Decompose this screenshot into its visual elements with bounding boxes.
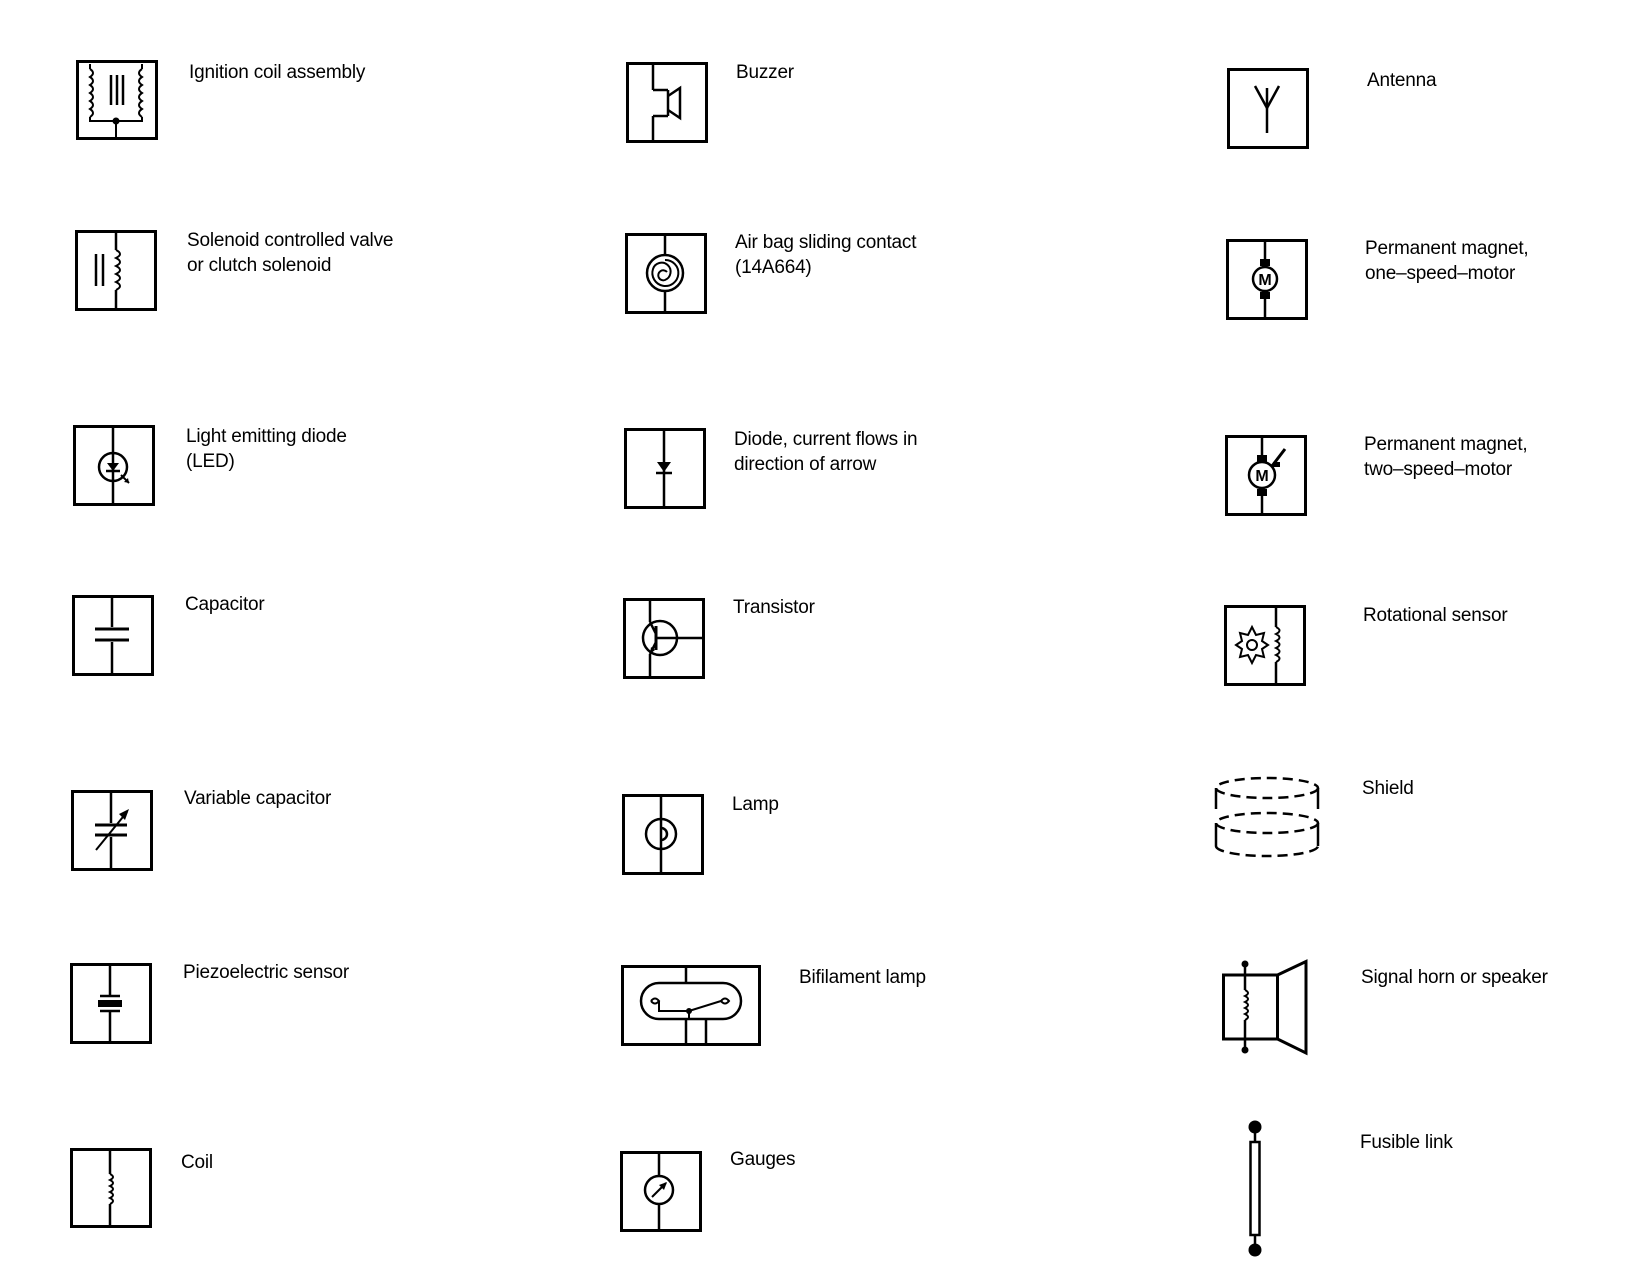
buzzer-symbol <box>626 62 708 143</box>
air-bag-sliding-contact-symbol <box>625 233 707 314</box>
pm-two-speed-motor-label-line2: two–speed–motor <box>1364 459 1513 480</box>
transistor-symbol <box>623 598 705 679</box>
ignition-coil-assembly-label: Ignition coil assembly <box>189 60 365 85</box>
solenoid-valve-label: Solenoid controlled valve or clutch sole… <box>187 228 393 278</box>
diode-label-line1: Diode, current flows in <box>734 429 918 450</box>
coil-label: Coil <box>181 1150 213 1175</box>
pm-one-speed-motor-letter: M <box>1258 272 1271 289</box>
diode-label-line2: direction of arrow <box>734 454 877 475</box>
capacitor-label: Capacitor <box>185 592 265 617</box>
transistor-label: Transistor <box>733 595 815 620</box>
fusible-link-label: Fusible link <box>1360 1130 1453 1155</box>
shield-symbol <box>1212 775 1322 859</box>
led-label: Light emitting diode (LED) <box>186 424 347 474</box>
led-label-line1: Light emitting diode <box>186 426 347 447</box>
gauges-symbol <box>620 1151 702 1232</box>
gauges-label-line1: Gauges <box>730 1149 796 1170</box>
signal-horn-symbol <box>1222 960 1308 1055</box>
solenoid-valve-label-line1: Solenoid controlled valve <box>187 230 394 251</box>
pm-two-speed-motor-label-line1: Permanent magnet, <box>1364 434 1528 455</box>
diode-symbol <box>624 428 706 509</box>
rotational-sensor-label: Rotational sensor <box>1363 603 1508 628</box>
fusible-link-symbol <box>1248 1120 1262 1257</box>
capacitor-label-line1: Capacitor <box>185 594 265 615</box>
pm-two-speed-motor-letter: M <box>1255 468 1268 485</box>
piezoelectric-sensor-label-line1: Piezoelectric sensor <box>183 962 350 983</box>
solenoid-valve-symbol <box>75 230 157 311</box>
piezoelectric-sensor-symbol <box>70 963 152 1044</box>
air-bag-sliding-contact-label-line1: Air bag sliding contact <box>735 232 917 253</box>
fusible-link-label-line1: Fusible link <box>1360 1132 1453 1153</box>
transistor-label-line1: Transistor <box>733 597 815 618</box>
pm-one-speed-motor-label: Permanent magnet, one–speed–motor <box>1365 236 1529 286</box>
diode-label: Diode, current flows in direction of arr… <box>734 427 918 477</box>
bifilament-lamp-symbol <box>621 965 761 1046</box>
lamp-symbol <box>622 794 704 875</box>
led-label-line2: (LED) <box>186 451 235 472</box>
capacitor-symbol <box>72 595 154 676</box>
antenna-label: Antenna <box>1367 68 1437 93</box>
pm-one-speed-motor-symbol: M <box>1226 239 1308 320</box>
piezoelectric-sensor-label: Piezoelectric sensor <box>183 960 349 985</box>
pm-two-speed-motor-label: Permanent magnet, two–speed–motor <box>1364 432 1528 482</box>
bifilament-lamp-label: Bifilament lamp <box>799 965 926 990</box>
pm-one-speed-motor-label-line1: Permanent magnet, <box>1365 238 1529 259</box>
pm-one-speed-motor-label-line2: one–speed–motor <box>1365 263 1516 284</box>
signal-horn-label-line1: Signal horn or speaker <box>1361 967 1548 988</box>
antenna-label-line1: Antenna <box>1367 70 1437 91</box>
ignition-coil-assembly-symbol <box>76 60 158 140</box>
buzzer-label: Buzzer <box>736 60 794 85</box>
shield-label-line1: Shield <box>1362 778 1414 799</box>
variable-capacitor-label: Variable capacitor <box>184 786 331 811</box>
antenna-symbol <box>1227 68 1309 149</box>
coil-label-line1: Coil <box>181 1152 213 1173</box>
shield-label: Shield <box>1362 776 1414 801</box>
rotational-sensor-symbol <box>1224 605 1306 686</box>
led-symbol <box>73 425 155 506</box>
ignition-coil-assembly-label-line1: Ignition coil assembly <box>189 62 366 83</box>
variable-capacitor-label-line1: Variable capacitor <box>184 788 332 809</box>
bifilament-lamp-label-line1: Bifilament lamp <box>799 967 926 988</box>
pm-two-speed-motor-symbol: M <box>1225 435 1307 516</box>
rotational-sensor-label-line1: Rotational sensor <box>1363 605 1508 626</box>
air-bag-sliding-contact-label: Air bag sliding contact (14A664) <box>735 230 916 280</box>
signal-horn-label: Signal horn or speaker <box>1361 965 1548 990</box>
gauges-label: Gauges <box>730 1147 796 1172</box>
variable-capacitor-symbol <box>71 790 153 871</box>
buzzer-label-line1: Buzzer <box>736 62 794 83</box>
lamp-label: Lamp <box>732 792 779 817</box>
coil-symbol <box>70 1148 152 1228</box>
lamp-label-line1: Lamp <box>732 794 779 815</box>
solenoid-valve-label-line2: or clutch solenoid <box>187 255 332 276</box>
air-bag-sliding-contact-label-line2: (14A664) <box>735 257 812 278</box>
